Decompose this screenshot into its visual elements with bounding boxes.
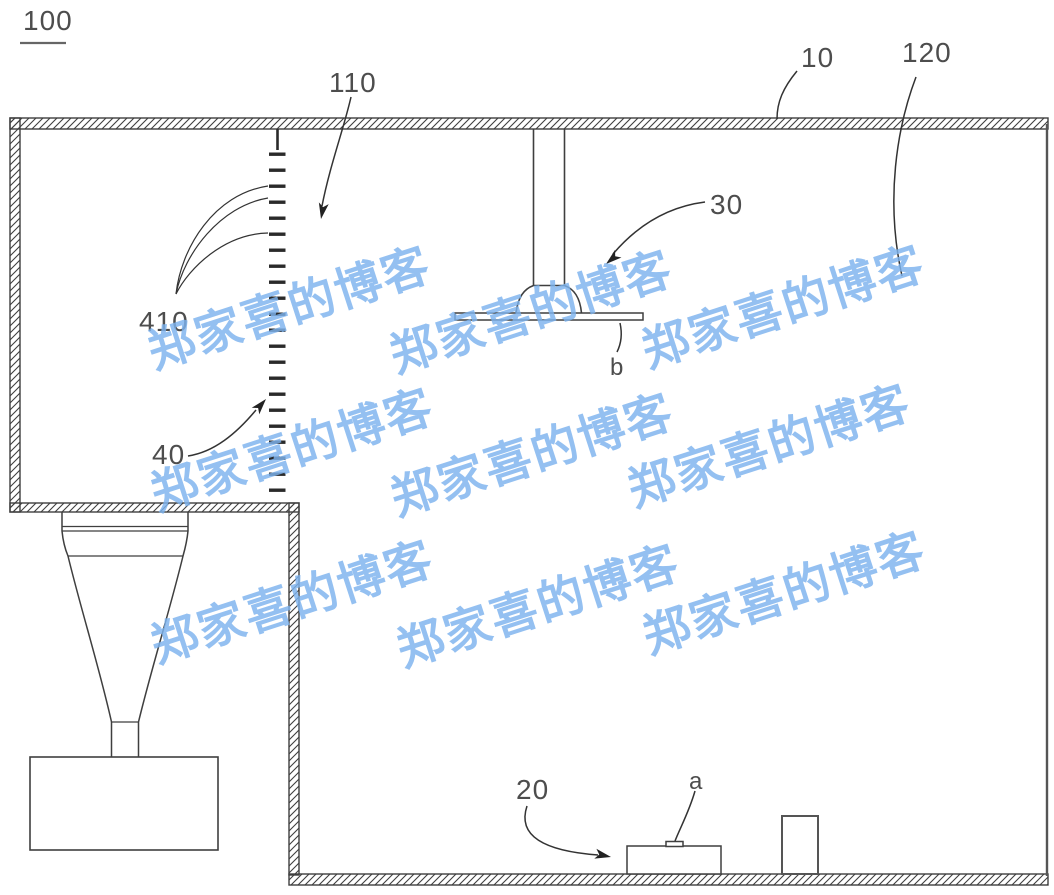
reference-labels: 100 110 10 120 30 410 40 20 a b [20,5,952,805]
partition-dash [269,280,286,284]
partition-dash [269,408,286,412]
leader-110 [321,96,352,207]
label-120: 120 [902,37,952,68]
stage-box [626,845,722,875]
partition-dash [269,456,286,460]
partition-dash [269,216,286,220]
label-30: 30 [710,189,743,220]
partition-dash [269,472,286,476]
partition-dash [269,200,286,204]
label-410: 410 [139,306,189,337]
side-block [781,815,819,875]
leader-40 [187,409,257,457]
partition-dash [269,168,286,172]
label-40: 40 [152,439,185,470]
leader-lines [175,70,917,856]
partition-dash [269,328,286,332]
arrowhead-110 [318,202,329,219]
step-vertical-wall [288,502,300,876]
label-20: 20 [516,774,549,805]
partition-dash [269,488,286,492]
chamber-walls [9,117,1049,886]
partition-dashed-line [269,129,286,492]
partition-dash [269,440,286,444]
label-b: b [610,354,624,381]
partition-dash [269,232,286,236]
stage-assembly [626,815,819,875]
sample-plate [454,312,644,321]
flow-curve-2 [175,197,269,295]
label-a: a [689,768,703,795]
arrowheads [251,202,622,859]
flow-curves-410 [175,185,269,295]
funnel-assembly [29,512,219,851]
arrowhead-20 [594,848,611,859]
partition-dash [269,312,286,316]
label-10: 10 [801,42,834,73]
partition-dash [269,296,286,300]
arrowhead-30 [606,249,622,264]
flow-curve-1 [175,185,269,295]
partition-dash [269,152,286,156]
leader-20 [524,805,599,856]
sample-chip [665,840,684,848]
label-100: 100 [23,5,73,36]
funnel-base-box [29,756,219,851]
partition-dash [269,248,286,252]
leader-10 [776,70,798,120]
leader-b [616,322,622,353]
flow-curve-3 [175,232,269,295]
leader-a [674,790,696,842]
nozzle-dome [515,284,583,314]
label-110: 110 [329,67,377,98]
leader-120 [893,76,917,277]
arrowhead-40 [251,399,266,415]
chamber-top-wall [9,117,1049,130]
partition-dash [269,360,286,364]
chamber-bottom-wall [288,873,1049,886]
funnel-right-outline [137,512,189,757]
chamber-left-wall [9,117,21,513]
partition-dash [269,184,286,188]
nozzle-assembly [454,129,644,321]
partition-dash [269,344,286,348]
partition-dash [269,392,286,396]
partition-dash [269,424,286,428]
leader-30 [612,201,706,255]
partition-dash [269,264,286,268]
partition-dash [269,376,286,380]
funnel-left-outline [61,512,113,757]
step-horizontal-wall [9,502,300,513]
